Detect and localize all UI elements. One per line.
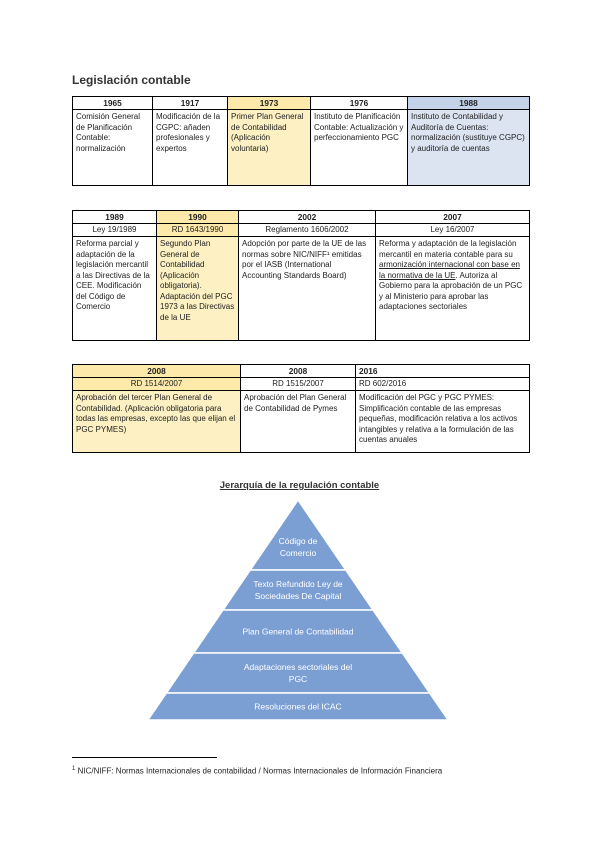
pyramid-level-label: Sociedades De Capital — [255, 591, 342, 601]
pyramid-level-label: Código de — [279, 536, 318, 546]
pyramid-level-label: Comercio — [280, 548, 317, 558]
footnote-mark: 1 — [72, 766, 76, 772]
footnote-divider — [72, 757, 217, 758]
pyramid-level-label: Adaptaciones sectoriales del — [244, 662, 352, 672]
footnote-text: NIC/NIFF: Normas Internacionales de cont… — [75, 766, 443, 776]
pyramid-level-label: PGC — [289, 674, 307, 684]
event-text-underlined: armonización internacional con base en l… — [379, 260, 520, 280]
year-header: 1990 — [156, 210, 239, 224]
pyramid-level — [146, 692, 450, 721]
event-cell: Segundo Plan General de Contabilidad (Ap… — [156, 236, 239, 341]
event-cell: Adopción por parte de la UE de las norma… — [238, 236, 376, 341]
event-cell: Aprobación del tercer Plan General de Co… — [72, 390, 241, 453]
page-title: Legislación contable — [72, 73, 191, 87]
law-reference: RD 1643/1990 — [156, 223, 239, 237]
footnote: 1 NIC/NIFF: Normas Internacionales de co… — [72, 766, 442, 776]
timeline-table-1: 1965 1917 1973 1976 1988 Comisión Genera… — [72, 96, 530, 186]
event-cell: Instituto de Planificación Contable: Act… — [310, 109, 408, 186]
event-cell: Modificación de la CGPC: añaden profesio… — [152, 109, 228, 186]
pyramid-level — [248, 498, 348, 571]
event-cell: Reforma y adaptación de la legislación m… — [375, 236, 530, 341]
pyramid-level-label: Resoluciones del ICAC — [254, 702, 341, 712]
event-cell: Reforma parcial y adaptación de la legis… — [72, 236, 157, 341]
pyramid-level — [221, 569, 375, 611]
event-cell: Modificación del PGC y PGC PYMES: Simpli… — [355, 390, 530, 453]
year-header: 2008 — [72, 364, 241, 378]
timeline-table-3: 2008 2008 2016 RD 1514/2007 RD 1515/2007… — [72, 364, 530, 453]
year-header: 1988 — [407, 96, 530, 110]
pyramid-level-label: Plan General de Contabilidad — [242, 627, 353, 637]
year-header: 1973 — [227, 96, 311, 110]
event-cell: Instituto de Contabilidad y Auditoría de… — [407, 109, 530, 186]
event-text: . Autoriza al Gobierno para la aprobació… — [379, 270, 523, 312]
event-text: Reforma y adaptación de la legislación m… — [379, 239, 517, 259]
event-cell: Comisión General de Planificación Contab… — [72, 109, 153, 186]
pyramid-level-label: Texto Refundido Ley de — [253, 579, 343, 589]
event-cell: Primer Plan General de Contabilidad (Apl… — [227, 109, 311, 186]
event-cell: Aprobación del Plan General de Contabili… — [240, 390, 356, 453]
pyramid-title: Jerarquía de la regulación contable — [219, 480, 380, 491]
timeline-table-2: 1989 1990 2002 2007 Ley 19/1989 RD 1643/… — [72, 210, 530, 341]
pyramid-level — [164, 652, 432, 694]
